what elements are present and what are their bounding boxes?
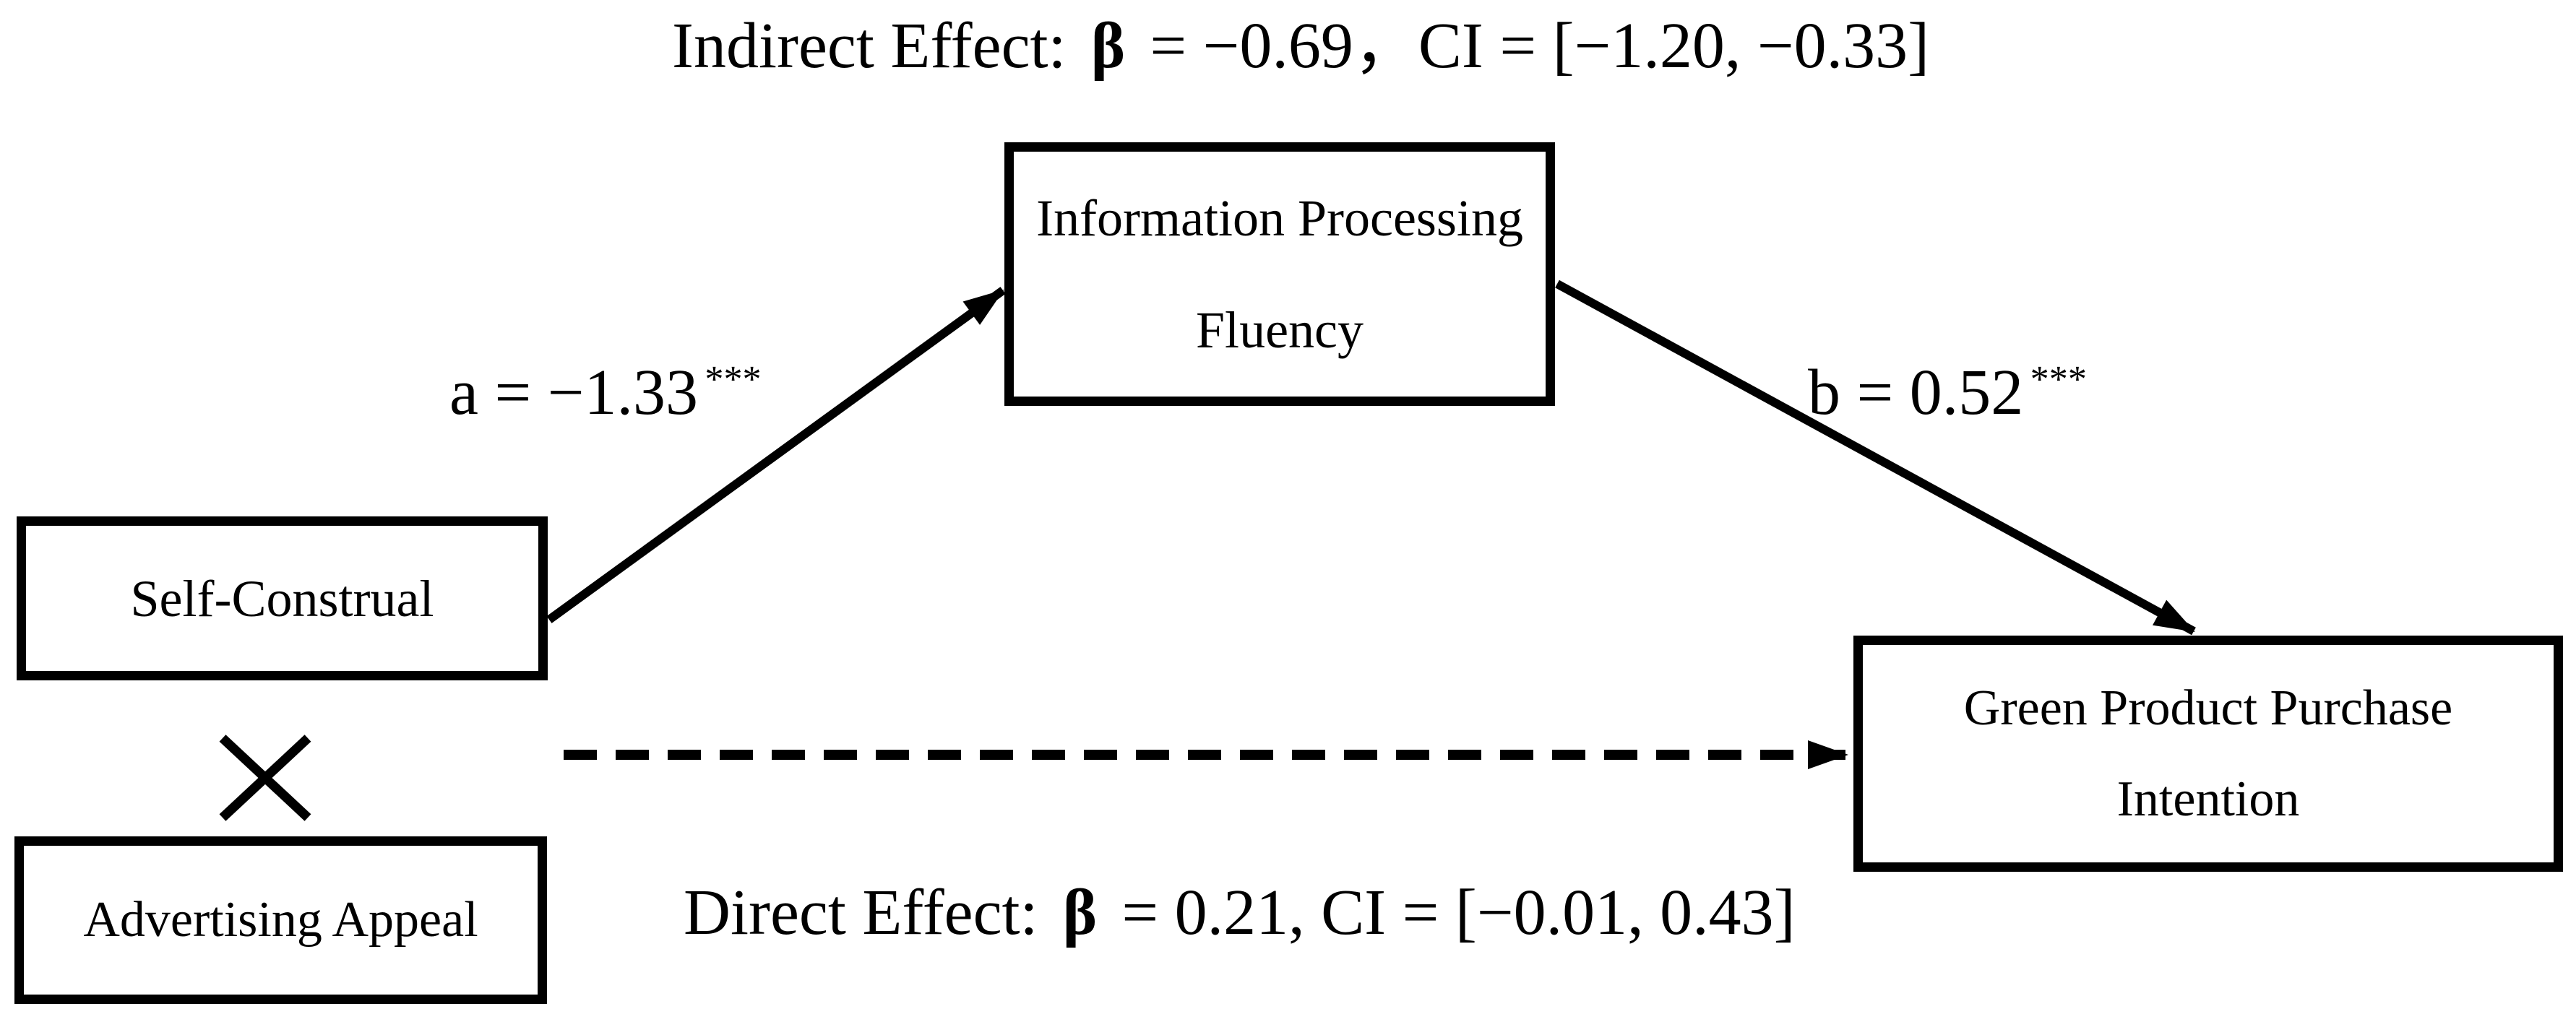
beta-symbol: β	[1062, 877, 1098, 948]
path-b-arrow	[1555, 280, 2196, 636]
node-advertising-appeal: Advertising Appeal	[14, 836, 547, 1004]
significance-stars: ***	[2030, 358, 2087, 400]
indirect-effect-value: = −0.69，CI = [−1.20, −0.33]	[1150, 10, 1930, 82]
node-self-construal: Self-Construal	[17, 516, 548, 680]
direct-effect-annotation: Direct Effect: β = 0.21, CI = [−0.01, 0.43…	[684, 875, 1796, 950]
interaction-cross-icon	[219, 735, 311, 821]
node-label: Green Product Purchase Intention	[1963, 680, 2453, 827]
significance-stars: ***	[705, 358, 762, 400]
path-a-coefficient-label: a = −1.33***	[449, 357, 762, 428]
beta-symbol: β	[1090, 10, 1126, 82]
node-label: Information Processing Fluency	[1036, 189, 1523, 359]
indirect-effect-annotation: Indirect Effect: β = −0.69，CI = [−1.20, −0…	[672, 9, 1929, 84]
path-b-coefficient-label: b = 0.52***	[1808, 357, 2087, 428]
node-green-product-purchase-intention: Green Product Purchase Intention	[1853, 636, 2563, 872]
node-label: Advertising Appeal	[83, 892, 478, 948]
direct-effect-prefix: Direct Effect:	[684, 877, 1038, 948]
node-label: Self-Construal	[130, 569, 434, 628]
direct-effect-value: = 0.21, CI = [−0.01, 0.43]	[1121, 877, 1796, 948]
node-information-processing-fluency: Information Processing Fluency	[1004, 142, 1555, 406]
indirect-effect-prefix: Indirect Effect:	[672, 10, 1067, 82]
path-a-arrow	[546, 287, 1006, 623]
